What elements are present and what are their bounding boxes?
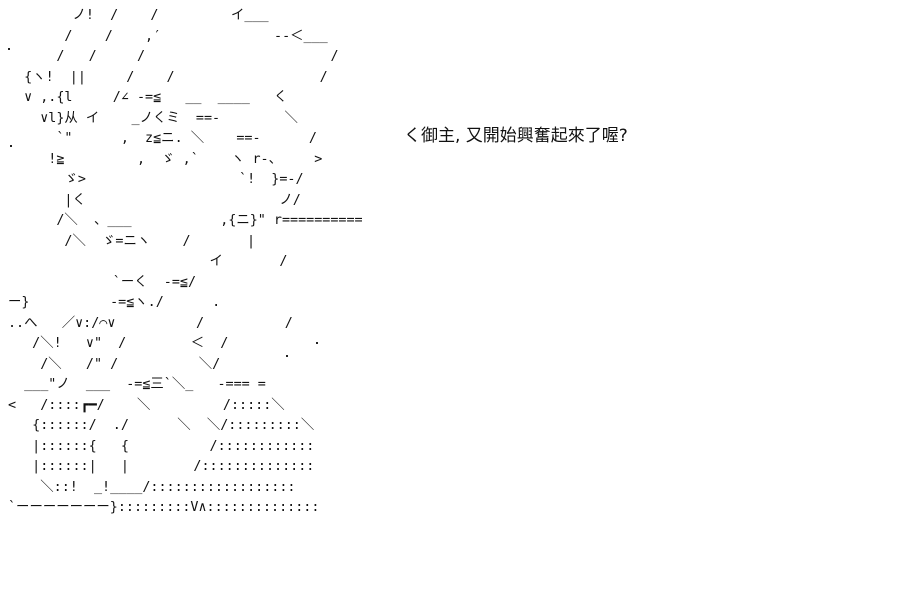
ascii-art-line: `" , z≦ニ. ＼ ==- /	[8, 131, 317, 146]
ascii-art-line: /＼ ゞ=ニヽ / |	[8, 233, 256, 249]
ascii-art-line: ゞ> `! }=-/	[8, 172, 304, 187]
stray-dot	[316, 342, 318, 344]
stray-dot	[8, 48, 10, 50]
ascii-art-line: |::::::| | /::::::::::::::	[8, 459, 315, 474]
ascii-art-line: ..へ ／∨:/⌒∨ / /	[8, 315, 293, 331]
speech-line: く御主, 又開始興奮起來了喔?	[404, 126, 628, 146]
ascii-art-line: /＼ 、___ ,{ニ}" r==========	[8, 213, 363, 228]
ascii-art-line: !≧ , ゞ ,` ヽ r-、 >	[8, 151, 323, 167]
ascii-art-line: `ーーーーーーー}:::::::::V∧::::::::::::::	[8, 500, 320, 515]
ascii-art-line: イ /	[8, 254, 288, 269]
ascii-art-line: ∨l}从 イ _ノくミ ==- ＼	[8, 110, 298, 126]
ascii-art-line: / / ,′ --＜___	[8, 28, 328, 44]
ascii-art-line: /＼ /" / ＼/	[8, 356, 221, 372]
ascii-art-line: |::::::{ { /::::::::::::	[8, 438, 315, 454]
ascii-art-line: /＼! ∨" / ＜ /	[8, 336, 229, 351]
stray-dot	[286, 355, 288, 357]
ascii-art-line: ___"ノ ___ -=≦三`＼_ -=== =	[8, 377, 266, 392]
ascii-art-line: {ヽ! || / / /	[8, 69, 328, 85]
ascii-art-line: `ーく -=≦/	[8, 274, 197, 290]
ascii-art-line: {::::::/ ./ ＼ ＼/:::::::::＼	[8, 418, 315, 433]
stray-dot	[10, 145, 12, 147]
ascii-art-line: < /::::┏━/ ＼ /:::::＼	[8, 397, 285, 413]
ascii-art-character: ノ! / / イ___ / / ,′ --＜___ / / / / {ヽ! ||…	[8, 6, 363, 519]
ascii-art-line: ー} -=≦ヽ./ .	[8, 295, 221, 310]
ascii-art-line: ノ! / / イ___	[8, 8, 269, 23]
ascii-art-line: ＼::! _!____/::::::::::::::::::	[8, 479, 296, 495]
ascii-art-line: ∨ ,.{l /∠ -=≦ __ ____ く	[8, 90, 288, 105]
ascii-art-line: |く ノ/	[8, 192, 301, 208]
ascii-art-line: / / / /	[8, 49, 339, 64]
